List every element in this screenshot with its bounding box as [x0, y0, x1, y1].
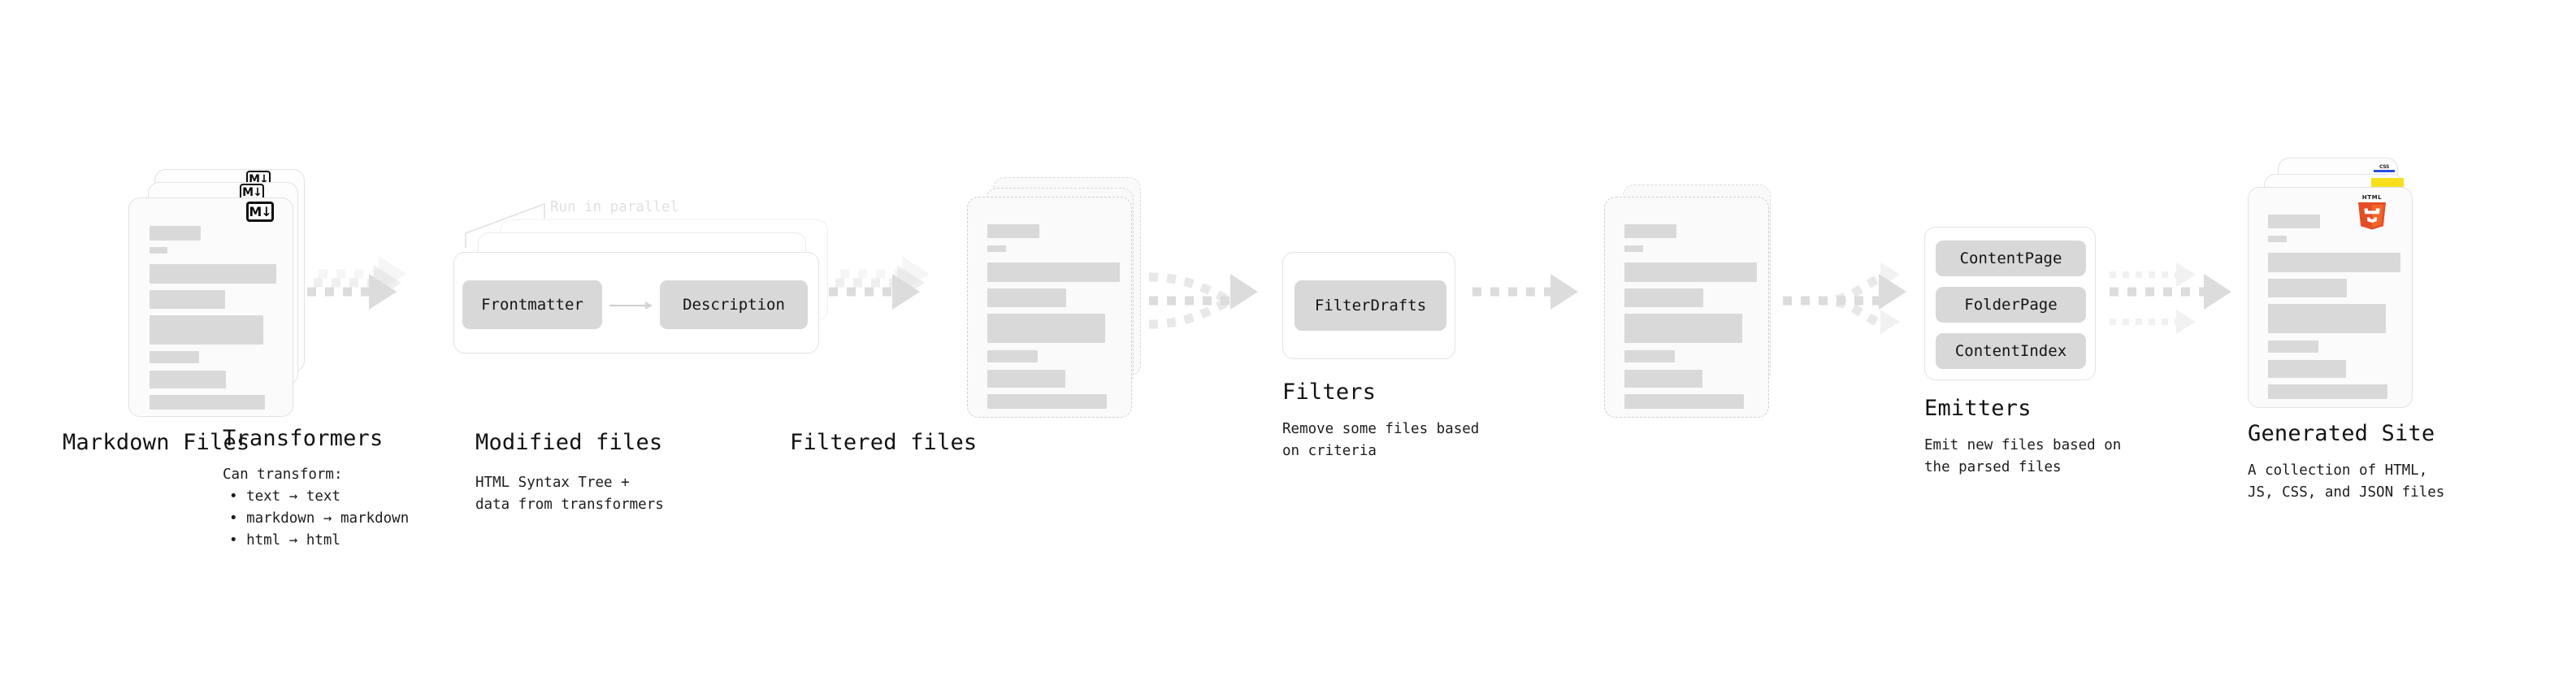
content-bar	[2268, 279, 2347, 297]
emitter-chip-label: FolderPage	[1964, 296, 2058, 314]
stage-markdown-files: M↓ M↓ M↓ Markdown Files	[0, 0, 325, 681]
subcaption-line: • text → text	[229, 488, 340, 505]
filtered-sheet-front	[1604, 197, 1769, 418]
content-bar	[987, 288, 1066, 307]
content-bar	[2268, 236, 2287, 242]
content-bar	[1624, 288, 1703, 307]
css-icon-rule	[2374, 170, 2395, 172]
subcaption-line: JS, CSS, and JSON files	[2248, 484, 2445, 501]
content-bar	[150, 371, 226, 388]
stage-generated-site: CSS HTML Generated Site	[0, 0, 2444, 681]
subcaption-line: the parsed files	[1924, 459, 2062, 475]
css-icon: CSS	[2374, 165, 2395, 174]
stage-caption-generated-site: Generated Site	[2248, 421, 2435, 446]
emitters-group: ContentPage FolderPage ContentIndex	[1924, 227, 2096, 380]
stage-subcaption-emitters: Emit new files based on the parsed files	[1924, 435, 2121, 479]
subcaption-line: • markdown → markdown	[229, 510, 410, 527]
stage-caption-filters: Filters	[1282, 380, 1377, 405]
stage-caption-modified-files: Modified files	[475, 430, 663, 455]
stage-filters: FilterDrafts Filters Remove some files b…	[0, 0, 1479, 681]
content-bar	[987, 245, 1006, 252]
flow-arrow-5	[1781, 248, 1944, 354]
content-bar	[987, 394, 1107, 409]
subcaption-line: HTML Syntax Tree +	[475, 475, 630, 491]
stage-transformers: Run in parallel Frontmatter Description …	[0, 0, 828, 681]
flow-arrow-6	[2110, 248, 2256, 354]
stage-caption-emitters: Emitters	[1924, 396, 2032, 421]
content-bar	[2268, 304, 2386, 333]
subcaption-line: data from transformers	[475, 497, 664, 513]
markdown-sheet-front	[128, 197, 293, 417]
subcaption-line: Remove some files based	[1282, 421, 1480, 437]
content-bar	[2268, 253, 2400, 272]
stage-subcaption-modified-files: HTML Syntax Tree + data from transformer…	[475, 472, 664, 516]
stage-subcaption-generated-site: A collection of HTML, JS, CSS, and JSON …	[2248, 460, 2444, 504]
content-bar	[1624, 350, 1675, 362]
stage-subcaption-transformers: Can transform: • text → text • markdown …	[223, 464, 409, 552]
subcaption-line: A collection of HTML,	[2248, 462, 2428, 479]
markdown-icon-back-1: M↓	[240, 184, 264, 202]
content-bar	[2268, 360, 2346, 378]
transformer-chip-frontmatter[interactable]: Frontmatter	[462, 280, 602, 329]
stage-subcaption-filters: Remove some files based on criteria	[1282, 419, 1479, 462]
stage-filtered-files: Filtered files	[0, 0, 1771, 681]
html5-icon: HTML	[2355, 193, 2389, 232]
content-bar	[150, 351, 199, 363]
subcaption-line: Emit new files based on	[1924, 437, 2122, 453]
transformer-chip-description[interactable]: Description	[660, 280, 808, 329]
generated-sheet-front	[2248, 187, 2413, 408]
filters-group: FilterDrafts	[1282, 252, 1455, 359]
content-bar	[2268, 215, 2320, 228]
content-bar	[1624, 314, 1742, 343]
transformer-chip-label: Frontmatter	[481, 296, 583, 314]
transformer-chip-label: Description	[683, 296, 785, 314]
content-bar	[150, 395, 265, 410]
content-bar	[1624, 262, 1757, 282]
parallel-leader-line	[465, 197, 554, 248]
subcaption-line: • html → html	[229, 532, 340, 549]
content-bar	[2268, 340, 2318, 353]
css-icon-label: CSS	[2379, 164, 2389, 170]
content-bar	[987, 370, 1065, 388]
stage-modified-files: Modified files HTML Syntax Tree + data f…	[0, 0, 1141, 681]
emitter-chip-label: ContentPage	[1959, 249, 2062, 267]
stage-caption-transformers: Transformers	[223, 426, 384, 451]
modified-sheet-front	[967, 197, 1132, 418]
svg-text:HTML: HTML	[2362, 194, 2382, 201]
content-bar	[150, 290, 225, 309]
content-bar	[987, 350, 1038, 362]
emitter-chip-label: ContentIndex	[1954, 342, 2067, 360]
flow-branch-diverge	[1781, 248, 1932, 354]
filter-chip-filterdrafts[interactable]: FilterDrafts	[1295, 280, 1446, 331]
emitter-chip-contentindex[interactable]: ContentIndex	[1936, 333, 2086, 369]
transformer-inner-arrow-front	[609, 305, 652, 306]
subcaption-line: Can transform:	[223, 466, 343, 483]
emitter-chip-contentpage[interactable]: ContentPage	[1936, 241, 2086, 276]
content-bar	[150, 315, 263, 345]
parallel-annotation: Run in parallel	[550, 199, 679, 215]
content-bar	[987, 314, 1105, 343]
content-bar	[1624, 245, 1643, 252]
content-bar	[1624, 224, 1676, 238]
content-bar	[150, 247, 167, 254]
markdown-icon: M↓	[246, 202, 274, 222]
flow-arrow-3	[1146, 248, 1292, 354]
stage-emitters: ContentPage FolderPage ContentIndex Emit…	[0, 0, 2121, 681]
subcaption-line: on criteria	[1282, 443, 1377, 459]
content-bar	[987, 262, 1120, 282]
content-bar	[1624, 370, 1702, 388]
stage-caption-markdown-files: Markdown Files	[63, 430, 250, 455]
emitter-chip-folderpage[interactable]: FolderPage	[1936, 287, 2086, 323]
content-bar	[987, 224, 1039, 238]
flow-branch-converge	[1146, 248, 1284, 354]
stage-caption-filtered-files: Filtered files	[790, 430, 978, 455]
content-bar	[1624, 394, 1744, 409]
content-bar	[150, 264, 276, 284]
filter-chip-label: FilterDrafts	[1314, 297, 1427, 314]
content-bar	[150, 226, 201, 241]
content-bar	[2268, 384, 2387, 399]
